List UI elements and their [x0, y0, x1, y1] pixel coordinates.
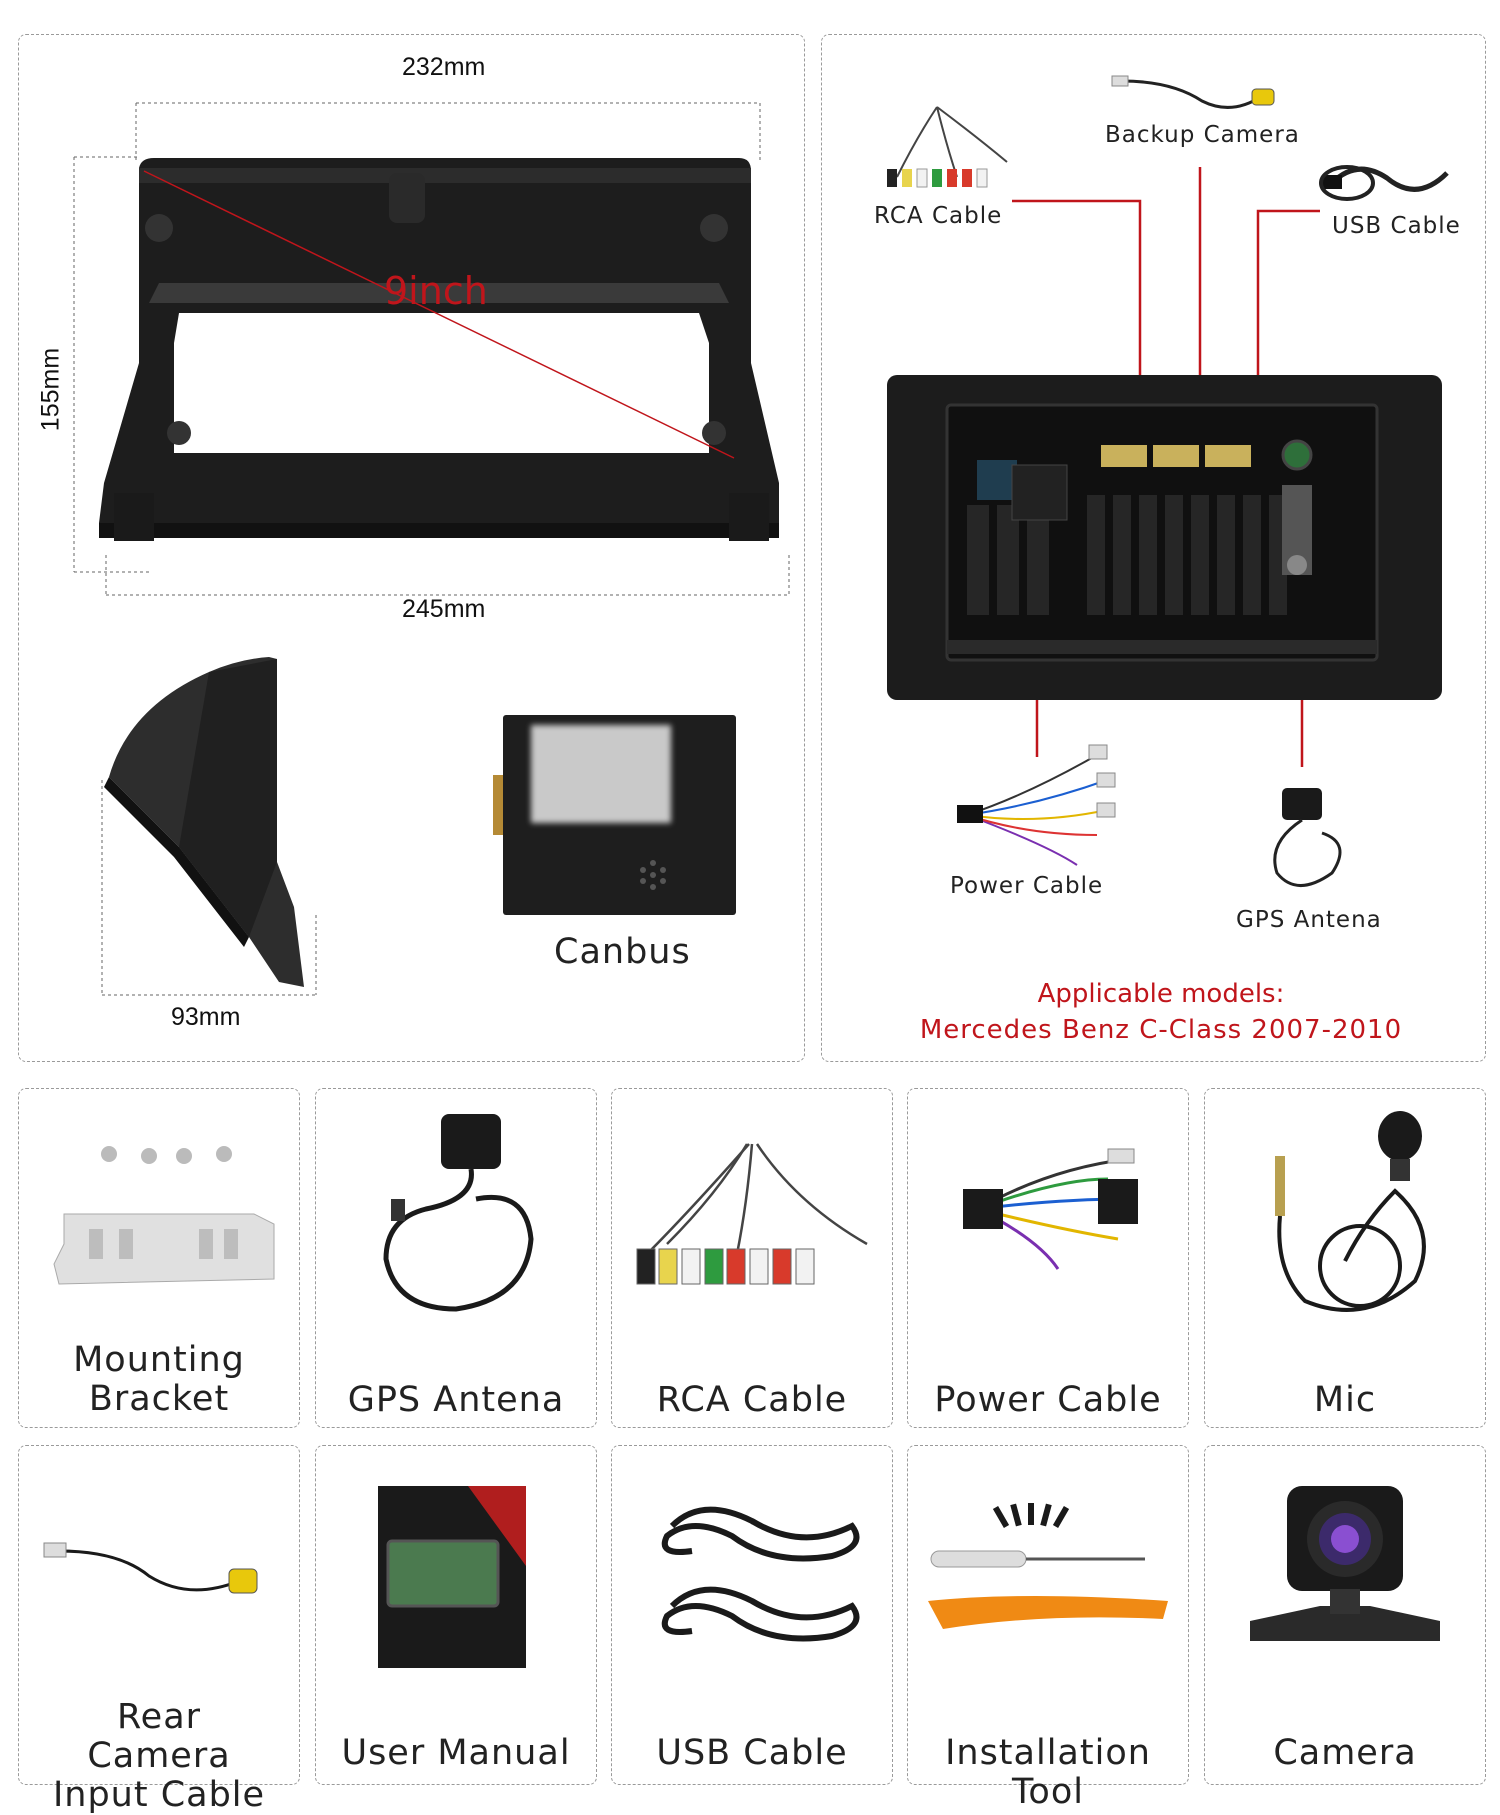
gps-antenna-icon — [383, 1114, 534, 1312]
height-label: 155mm — [36, 347, 65, 432]
accessory-rca-cable: RCA Cable — [611, 1088, 893, 1428]
wiring-diagram-panel: RCA Cable Backup Camera USB Cable — [821, 34, 1486, 1062]
side-trim-piece-image — [104, 657, 304, 987]
rca-cable-label: RCA Cable — [874, 203, 1003, 229]
usb-cable-icon — [661, 1506, 860, 1642]
canbus-box-image — [493, 715, 736, 915]
accessory-label: RCA Cable — [656, 1380, 848, 1420]
head-unit-back-image — [887, 375, 1442, 700]
power-cable-icon — [963, 1148, 1138, 1270]
diagonal-label: 9inch — [384, 269, 488, 313]
accessory-installation-tool: Installation Tool — [907, 1445, 1189, 1812]
accessory-label: Mounting Bracket — [73, 1340, 245, 1419]
power-cable-thumb — [957, 744, 1116, 866]
accessory-rear-camera-input-cable: Rear Camera Input Cable — [18, 1445, 300, 1815]
backup-camera-cable-thumb — [1111, 75, 1275, 109]
accessory-label: Rear Camera Input Cable — [52, 1697, 266, 1815]
usb-cable-thumb — [1319, 165, 1449, 201]
gps-antenna-label: GPS Antena — [1236, 907, 1382, 933]
applicable-models: Mercedes Benz C-Class 2007-2010 — [919, 1015, 1403, 1045]
installation-tool-icon — [928, 1503, 1168, 1629]
accessory-label: Mic — [1313, 1380, 1377, 1420]
accessory-camera: Camera — [1204, 1445, 1486, 1785]
accessory-label: Power Cable — [934, 1380, 1162, 1420]
accessory-label: GPS Antena — [347, 1380, 565, 1420]
speaker-grille-icon — [640, 860, 666, 890]
accessory-label: Installation Tool — [945, 1733, 1151, 1812]
width-bottom-label: 245mm — [402, 595, 486, 623]
accessory-label: User Manual — [341, 1733, 571, 1773]
dimension-guides — [73, 102, 790, 996]
camera-icon — [1250, 1486, 1440, 1641]
width-top-label: 232mm — [402, 53, 486, 81]
accessory-label: Camera — [1273, 1733, 1417, 1773]
applicable-heading: Applicable models: — [1037, 979, 1285, 1009]
gps-antenna-thumb — [1273, 788, 1342, 887]
accessory-mounting-bracket: Mounting Bracket — [18, 1088, 300, 1428]
microphone-icon — [1275, 1111, 1426, 1312]
frame-dimensions-panel: 232mm 155mm 245mm 9inch 93mm Canbus — [18, 34, 805, 1062]
rear-camera-cable-icon — [43, 1542, 258, 1594]
user-manual-icon — [378, 1486, 526, 1668]
usb-cable-label: USB Cable — [1332, 213, 1461, 239]
mounting-bracket-icon — [53, 1146, 275, 1285]
accessory-user-manual: User Manual — [315, 1445, 597, 1785]
accessory-label: USB Cable — [656, 1733, 848, 1773]
power-cable-label: Power Cable — [950, 873, 1104, 899]
backup-camera-label: Backup Camera — [1105, 122, 1300, 148]
accessory-gps-antenna: GPS Antena — [315, 1088, 597, 1428]
depth-label: 93mm — [171, 1003, 241, 1031]
dash-frame-image — [99, 158, 779, 541]
canbus-label: Canbus — [554, 932, 691, 972]
rca-cable-icon — [636, 1143, 868, 1285]
accessory-usb-cable: USB Cable — [611, 1445, 893, 1785]
rca-cable-thumb — [887, 106, 1008, 188]
accessory-power-cable: Power Cable — [907, 1088, 1189, 1428]
accessory-mic: Mic — [1204, 1088, 1486, 1428]
